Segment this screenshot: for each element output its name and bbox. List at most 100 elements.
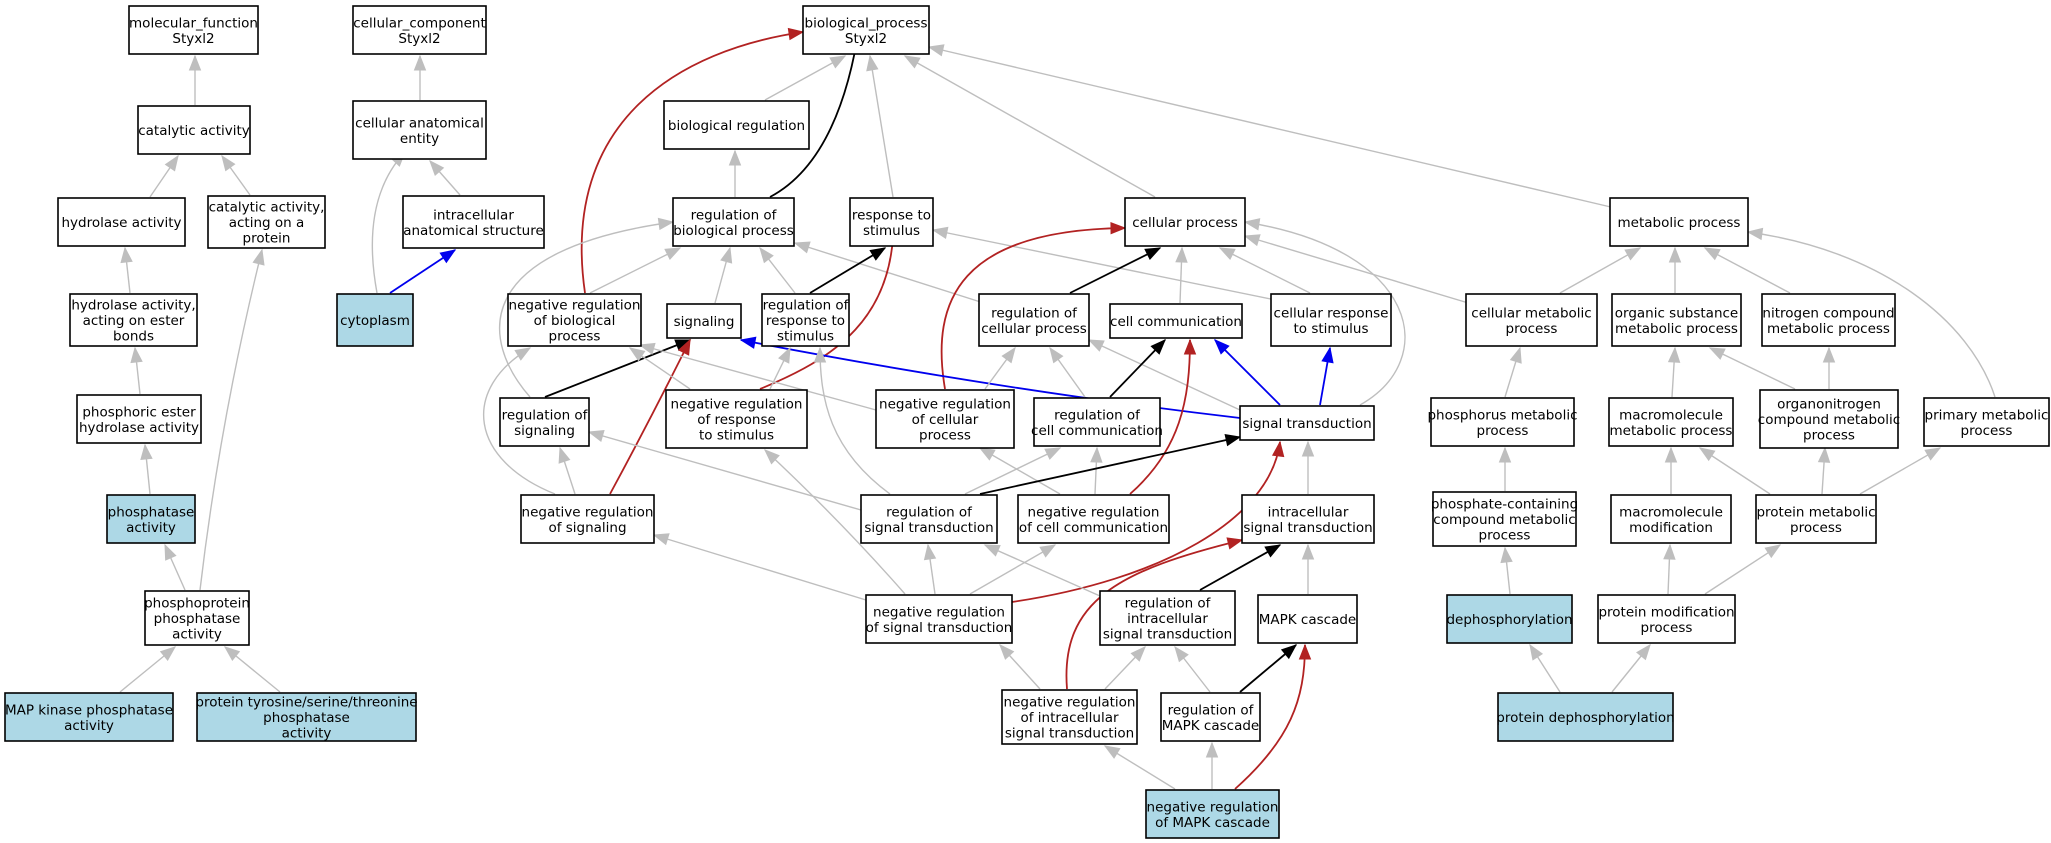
- go-term-node-cp[interactable]: cellular process: [1124, 197, 1246, 247]
- node-box: [1446, 594, 1573, 644]
- go-term-node-breg[interactable]: biological regulation: [663, 100, 810, 150]
- go-term-node-ccom[interactable]: cell communication: [1109, 303, 1243, 339]
- go-term-node-cyto[interactable]: cytoplasm: [336, 293, 414, 347]
- edge-line: [1219, 247, 1311, 294]
- edge-arrowhead: [1130, 646, 1146, 662]
- go-term-node-dephos[interactable]: dephosphorylation: [1446, 594, 1573, 644]
- edge-rts-to-bp-is-a: [866, 54, 894, 198]
- edge-sig-to-rbp-is-a: [714, 246, 733, 304]
- go-term-node-mapk[interactable]: MAPK cascade: [1257, 594, 1358, 644]
- edge-arrowhead: [140, 443, 153, 461]
- edge-arrowhead: [931, 226, 949, 240]
- edge-line: [580, 31, 804, 294]
- edge-arrowhead: [1243, 234, 1261, 247]
- edge-arrowhead: [1698, 447, 1716, 462]
- edge-cyto-to-cae-is-a: [371, 151, 406, 294]
- edge-arrowhead: [829, 55, 847, 69]
- go-term-node-cat[interactable]: catalytic activity: [137, 105, 251, 155]
- edge-line: [964, 447, 1061, 495]
- edge-arrowhead: [159, 646, 177, 662]
- node-label: cytoplasm: [340, 313, 410, 329]
- go-term-node-st[interactable]: signal transduction: [1239, 405, 1375, 441]
- node-box: [1597, 594, 1736, 644]
- node-label: cellular process: [1132, 215, 1238, 231]
- edge-st-to-ccom-part-of: [1214, 339, 1281, 406]
- node-box: [1430, 397, 1575, 447]
- edge-line: [794, 242, 991, 306]
- go-term-node-sig[interactable]: signaling: [666, 303, 742, 339]
- node-label: protein dephosphorylation: [1496, 710, 1674, 726]
- edge-arrowhead: [1703, 247, 1721, 261]
- edge-arrowhead: [1243, 218, 1261, 231]
- edge-cmp-to-mp-is-a: [1559, 247, 1642, 294]
- edge-line: [589, 247, 681, 294]
- node-box: [1241, 494, 1375, 544]
- edge-arrowhead: [664, 247, 682, 261]
- node-box: [402, 195, 545, 249]
- edge-arrowhead: [720, 246, 733, 264]
- edge-nrbp-to-bp-negatively-regulates: [580, 27, 805, 294]
- edge-nrist-to-nrst-is-a: [999, 643, 1041, 690]
- edge-line: [1214, 339, 1281, 406]
- edge-line: [1859, 447, 1941, 495]
- go-term-node-hyd[interactable]: hydrolase activity: [57, 197, 186, 247]
- edge-arrowhead: [1264, 544, 1282, 558]
- edge-pmod-to-prmp-is-a: [1704, 544, 1782, 595]
- node-box: [507, 293, 642, 347]
- go-term-node-pdephos[interactable]: protein dephosphorylation: [1496, 692, 1675, 742]
- edge-arrowhead: [1226, 537, 1244, 550]
- go-term-node-mp[interactable]: metabolic process: [1609, 197, 1749, 247]
